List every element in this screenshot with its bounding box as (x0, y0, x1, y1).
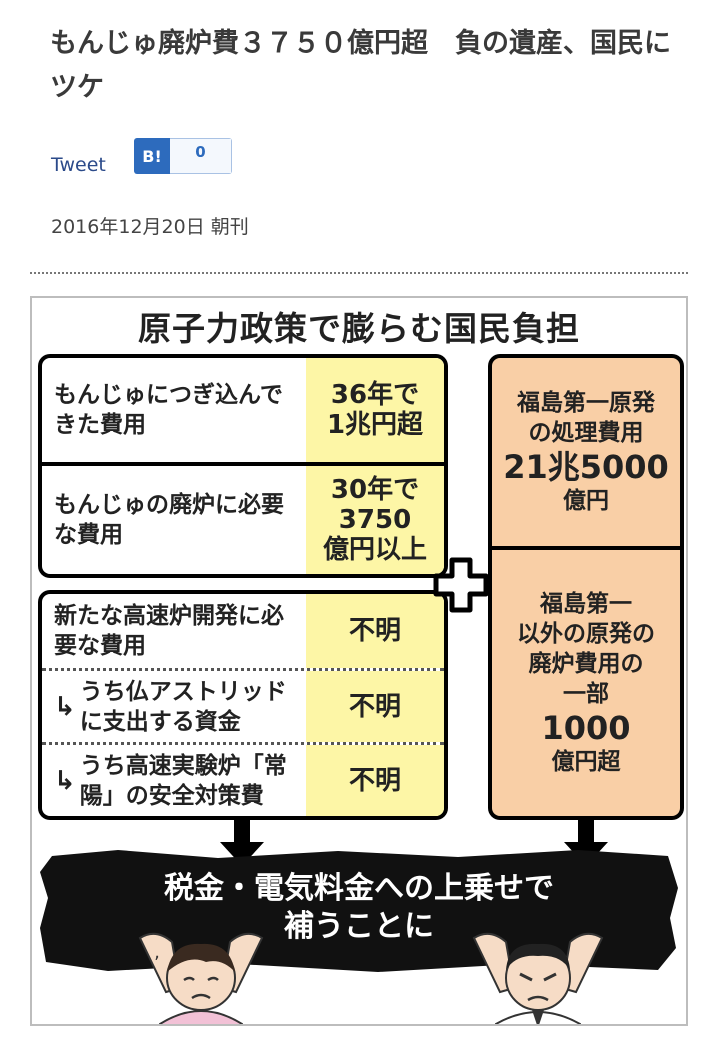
cost-label: ↳ うち高速実験炉「常陽」の安全対策費 (54, 752, 287, 809)
man-illustration (472, 932, 604, 1024)
hatena-bookmark-count: 0 (170, 138, 232, 174)
plus-icon (433, 557, 489, 613)
spent-cost-box: もんじゅにつぎ込んできた費用 36年で 1兆円超 もんじゅの廃炉に必要な費用 3… (38, 354, 448, 578)
cost-value: 36年で 1兆円超 (306, 358, 444, 462)
publish-date: 2016年12月20日 朝刊 (51, 216, 249, 238)
cost-row: もんじゅにつぎ込んできた費用 36年で 1兆円超 (42, 358, 444, 462)
cost-row: もんじゅの廃炉に必要な費用 30年で 3750 億円以上 (42, 462, 444, 574)
burden-banner (40, 850, 678, 972)
cost-label: もんじゅにつぎ込んできた費用 (54, 382, 283, 438)
cost-row: ↳ うち仏アストリッドに支出する資金 不明 (42, 668, 444, 742)
cost-value: 不明 (306, 594, 444, 668)
sub-arrow-icon: ↳ (54, 765, 76, 796)
banner-text: 税金・電気料金への上乗せで 補うことに (164, 871, 554, 944)
fukushima-cleanup-cost: 福島第一原発 の処理費用 21兆5000 億円 (503, 390, 669, 514)
other-plants-cost: 福島第一 以外の原発の 廃炉費用の 一部 1000 億円超 (492, 546, 680, 816)
cost-row: ↳ うち高速実験炉「常陽」の安全対策費 不明 (42, 742, 444, 816)
article-title: もんじゅ廃炉費３７５０億円超 負の遺産、国民にツケ (50, 28, 671, 103)
cost-label: ↳ うち仏アストリッドに支出する資金 (54, 678, 287, 735)
tweet-button[interactable]: Tweet (51, 154, 106, 176)
fukushima-cost-box: 福島第一原発 の処理費用 21兆5000 億円 福島第一 以外の原発の 廃炉費用… (488, 354, 684, 820)
infographic: 原子力政策で膨らむ国民負担 もんじゅにつぎ込んできた費用 36年で 1兆円超 も… (30, 296, 688, 1026)
hatena-bookmark-button[interactable]: B! 0 (134, 138, 232, 174)
down-arrow-icon (220, 818, 264, 866)
cost-label: もんじゅの廃炉に必要な費用 (54, 492, 284, 548)
cost-label: 新たな高速炉開発に必要な費用 (54, 603, 284, 659)
hatena-bookmark-icon: B! (134, 138, 170, 174)
sub-arrow-icon: ↳ (54, 691, 76, 722)
cost-value: 不明 (306, 671, 444, 742)
cost-row: 新たな高速炉開発に必要な費用 不明 (42, 594, 444, 668)
dotted-divider (30, 272, 688, 274)
cost-value: 30年で 3750 億円以上 (306, 466, 444, 574)
infographic-title: 原子力政策で膨らむ国民負担 (138, 309, 580, 348)
woman-illustration: ‚ (138, 932, 264, 1024)
cost-value: 不明 (306, 745, 444, 816)
unknown-cost-box: 新たな高速炉開発に必要な費用 不明 ↳ うち仏アストリッドに支出する資金 不明 … (38, 590, 448, 820)
svg-text:‚: ‚ (154, 942, 160, 963)
